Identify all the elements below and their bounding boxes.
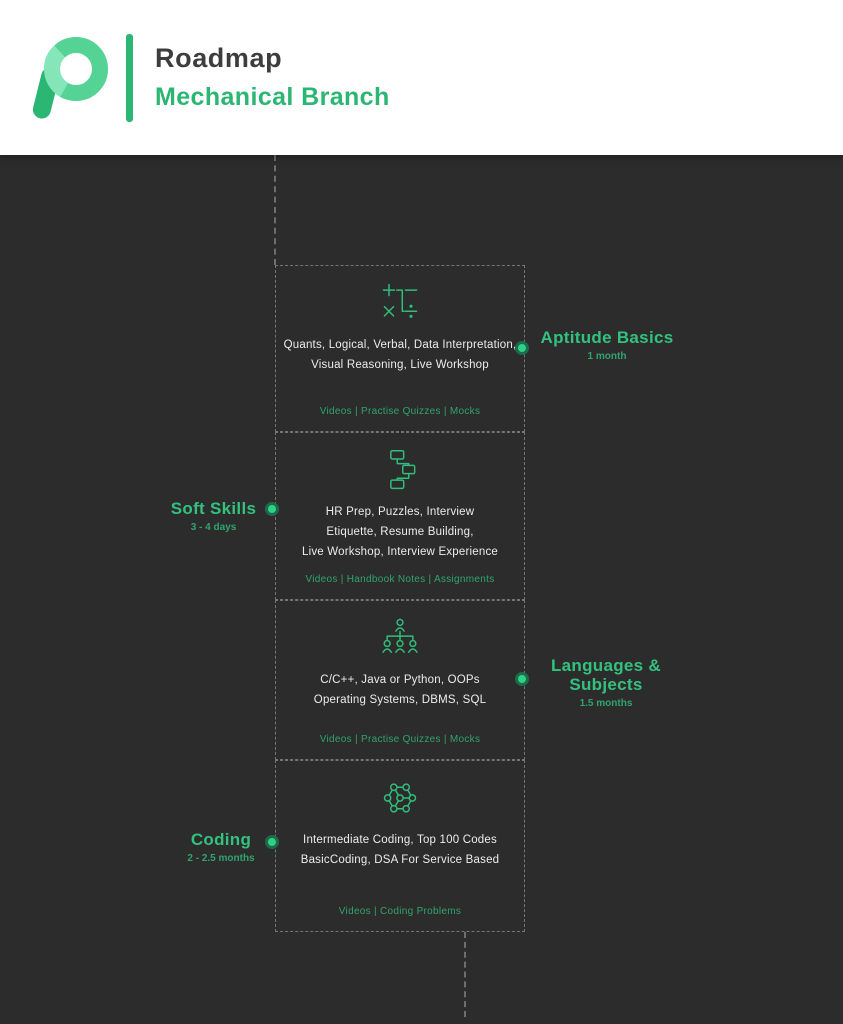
page-title: Roadmap: [155, 43, 283, 73]
milestone-dot-aptitude-basics: [515, 341, 529, 355]
milestone-description-line: Visual Reasoning, Live Workshop: [311, 359, 489, 371]
milestone-resources: Videos | Coding Problems: [338, 906, 462, 917]
milestone-duration: 1.5 months: [579, 698, 633, 709]
milestone-title: Soft Skills: [170, 499, 257, 518]
molecule-icon: [383, 783, 417, 813]
milestone-dot-soft-skills: [265, 502, 279, 516]
milestone-description-line: C/C++, Java or Python, OOPs: [320, 674, 480, 686]
milestone-duration: 3 - 4 days: [190, 522, 237, 533]
milestone-label-languages-subjects: Languages & Subjects 1.5 months: [546, 656, 666, 709]
milestone-description: Intermediate Coding, Top 100 Codes Basic…: [301, 830, 500, 870]
milestone-description-line: Etiquette, Resume Building,: [326, 526, 474, 538]
timeline-connector-top: [274, 155, 276, 265]
milestone-dot-coding: [265, 835, 279, 849]
page-subtitle: Mechanical Branch: [155, 83, 390, 111]
milestone-description-line: Operating Systems, DBMS, SQL: [313, 694, 487, 706]
milestone-card-coding: Intermediate Coding, Top 100 Codes Basic…: [275, 760, 525, 932]
milestone-duration: 2 - 2.5 months: [187, 853, 255, 864]
flowchart-icon: [390, 450, 416, 490]
header-titles: Roadmap Mechanical Branch: [155, 43, 390, 112]
milestone-description-line: BasicCoding, DSA For Service Based: [300, 854, 500, 866]
milestone-description: Quants, Logical, Verbal, Data Interpreta…: [284, 335, 517, 375]
milestone-card-languages-subjects: C/C++, Java or Python, OOPs Operating Sy…: [275, 600, 525, 760]
milestone-resources: Videos | Handbook Notes | Assignments: [305, 574, 495, 585]
milestone-title: Coding: [190, 830, 252, 849]
milestone-description-line: Live Workshop, Interview Experience: [302, 546, 498, 558]
milestone-resources: Videos | Practise Quizzes | Mocks: [319, 406, 481, 417]
milestone-description-line: HR Prep, Puzzles, Interview: [325, 506, 475, 518]
brand-logo-icon: [32, 36, 108, 118]
math-operations-icon: [382, 283, 418, 318]
timeline-connector-bottom: [464, 932, 466, 1017]
milestone-description: HR Prep, Puzzles, Interview Etiquette, R…: [302, 502, 498, 562]
milestone-label-aptitude-basics: Aptitude Basics 1 month: [522, 328, 692, 362]
milestone-description-line: Intermediate Coding, Top 100 Codes: [303, 834, 497, 846]
milestone-resources: Videos | Practise Quizzes | Mocks: [319, 734, 481, 745]
header: Roadmap Mechanical Branch: [0, 0, 843, 155]
milestone-duration: 1 month: [587, 351, 627, 362]
milestone-title: Aptitude Basics: [540, 328, 674, 347]
milestone-label-soft-skills: Soft Skills 3 - 4 days: [156, 499, 271, 533]
header-divider: [126, 33, 133, 122]
milestone-label-coding: Coding 2 - 2.5 months: [162, 830, 280, 864]
milestone-card-soft-skills: HR Prep, Puzzles, Interview Etiquette, R…: [275, 432, 525, 600]
milestone-description-line: Quants, Logical, Verbal, Data Interpreta…: [283, 339, 517, 351]
hierarchy-icon: [382, 618, 418, 653]
milestone-title: Languages & Subjects: [550, 656, 662, 694]
milestone-card-aptitude-basics: Quants, Logical, Verbal, Data Interpreta…: [275, 265, 525, 432]
milestone-description: C/C++, Java or Python, OOPs Operating Sy…: [314, 670, 486, 710]
milestone-dot-languages-subjects: [515, 672, 529, 686]
